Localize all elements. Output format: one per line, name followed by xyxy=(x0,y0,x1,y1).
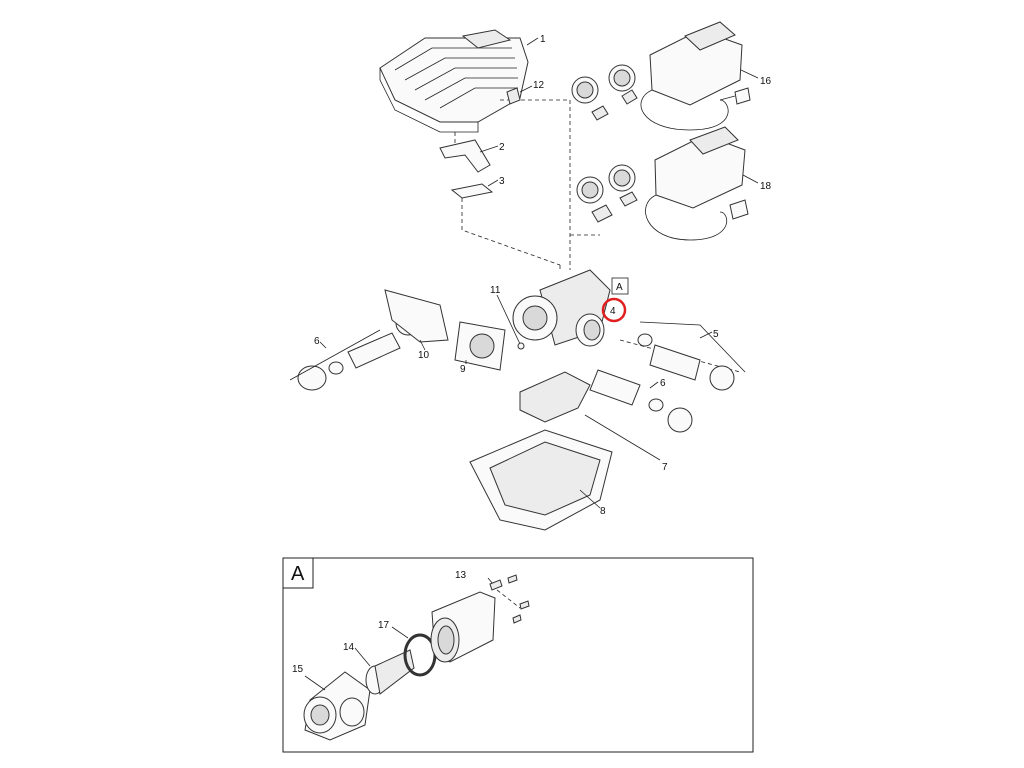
part-7-stand xyxy=(519,371,661,461)
label-5: 5 xyxy=(713,329,719,340)
part-12-clip xyxy=(506,85,533,105)
label-3: 3 xyxy=(499,176,505,187)
part-3-plate xyxy=(450,179,499,199)
label-14: 14 xyxy=(343,642,355,653)
part-8-base xyxy=(469,429,613,531)
label-18: 18 xyxy=(760,181,772,192)
part-9-plate xyxy=(454,321,506,371)
label-1: 1 xyxy=(540,34,546,45)
highlight-circle xyxy=(601,297,627,323)
label-9: 9 xyxy=(460,364,466,375)
part-11-screw xyxy=(496,294,525,350)
part-16-controller xyxy=(571,21,759,131)
label-17: 17 xyxy=(378,620,390,631)
label-15: 15 xyxy=(292,664,304,675)
detail-title: A xyxy=(291,563,305,585)
part-18-controller xyxy=(576,126,759,241)
part-4-ring xyxy=(575,313,605,347)
label-8: 8 xyxy=(600,506,606,517)
label-6b: 6 xyxy=(660,378,666,389)
label-10: 10 xyxy=(418,350,430,361)
detail-box-a: A 15 14 17 13 xyxy=(282,557,754,753)
label-13: 13 xyxy=(455,570,467,581)
label-2: 2 xyxy=(499,142,505,153)
label-A: A xyxy=(616,282,623,293)
label-7: 7 xyxy=(662,462,668,473)
part-1-top-cover xyxy=(379,29,570,150)
label-12: 12 xyxy=(533,80,545,91)
label-4: 4 xyxy=(610,306,616,317)
part-10-shroud xyxy=(384,289,449,351)
label-11: 11 xyxy=(490,285,501,296)
label-16: 16 xyxy=(760,76,772,87)
label-6a: 6 xyxy=(314,336,320,347)
part-5-hose xyxy=(619,321,746,391)
part-2-bracket xyxy=(439,139,499,173)
part-6-hose-right xyxy=(589,369,693,433)
